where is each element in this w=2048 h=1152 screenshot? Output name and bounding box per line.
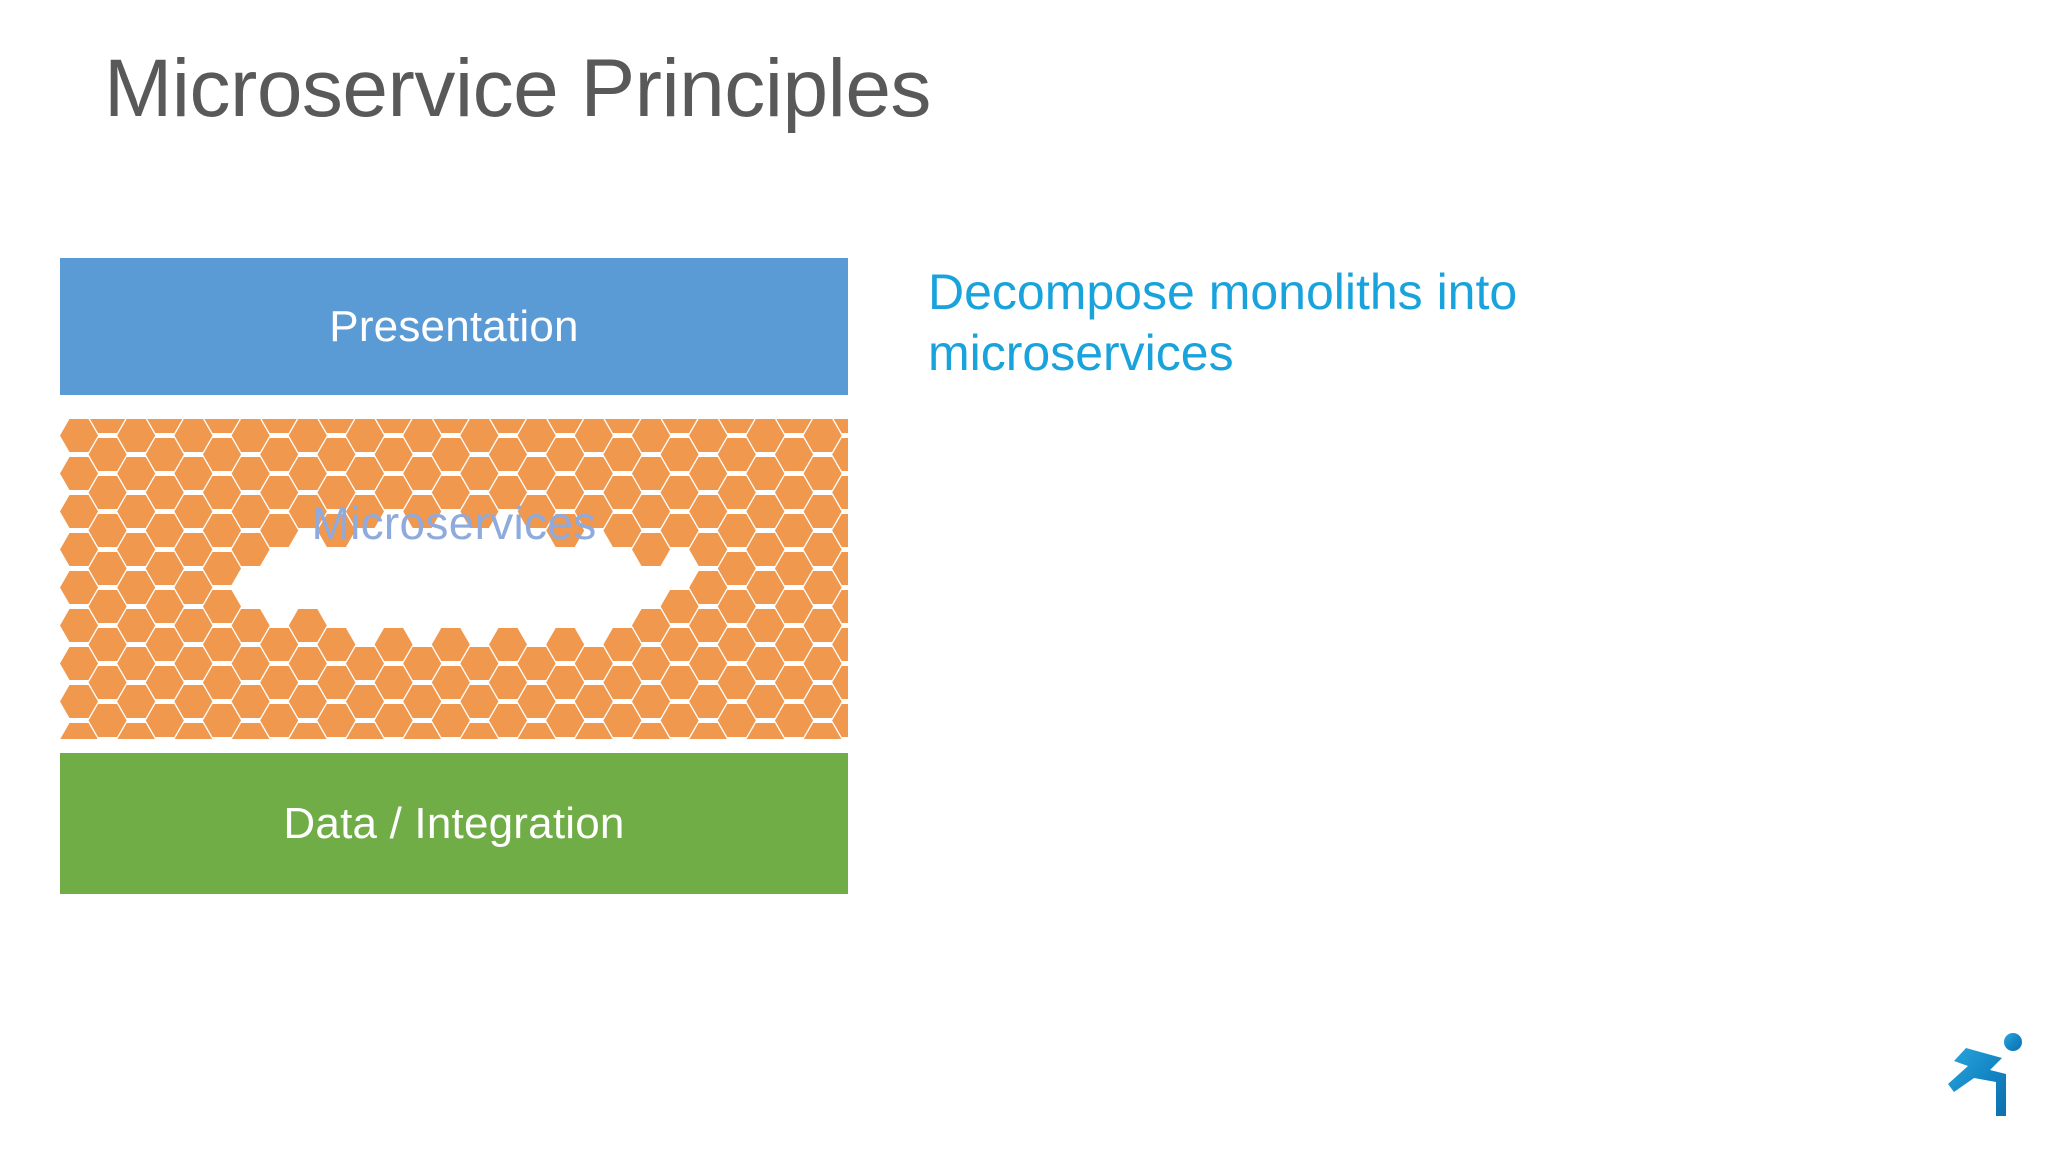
body-text: Decompose monoliths into microservices [928, 264, 1518, 381]
page-title: Microservice Principles [104, 43, 931, 134]
layer-data-integration-label: Data / Integration [283, 798, 625, 848]
layer-data-integration: Data / Integration [60, 753, 848, 894]
running-figure-icon [1948, 1033, 2022, 1116]
running-figure-logo [1944, 1028, 2034, 1118]
honeycomb-hexagons [60, 419, 848, 739]
microservices-honeycomb [60, 419, 848, 739]
layer-presentation-label: Presentation [329, 301, 579, 351]
layer-presentation: Presentation [60, 258, 848, 395]
layered-architecture-diagram: Presentation Microservices Data / Integr… [60, 258, 848, 894]
